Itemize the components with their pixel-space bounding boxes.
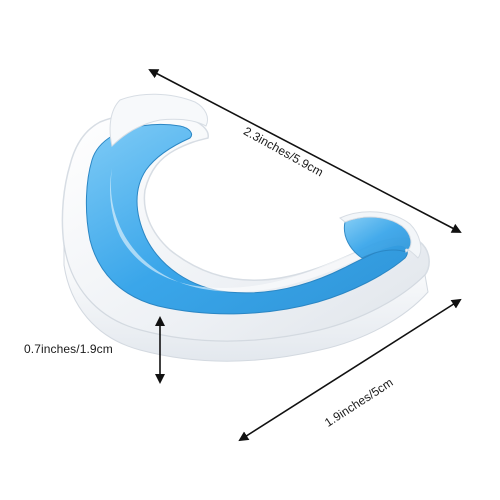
height-label: 0.7inches/1.9cm — [24, 342, 113, 356]
width-dimension-arrow — [238, 298, 462, 442]
length-dimension-arrow — [148, 69, 462, 233]
